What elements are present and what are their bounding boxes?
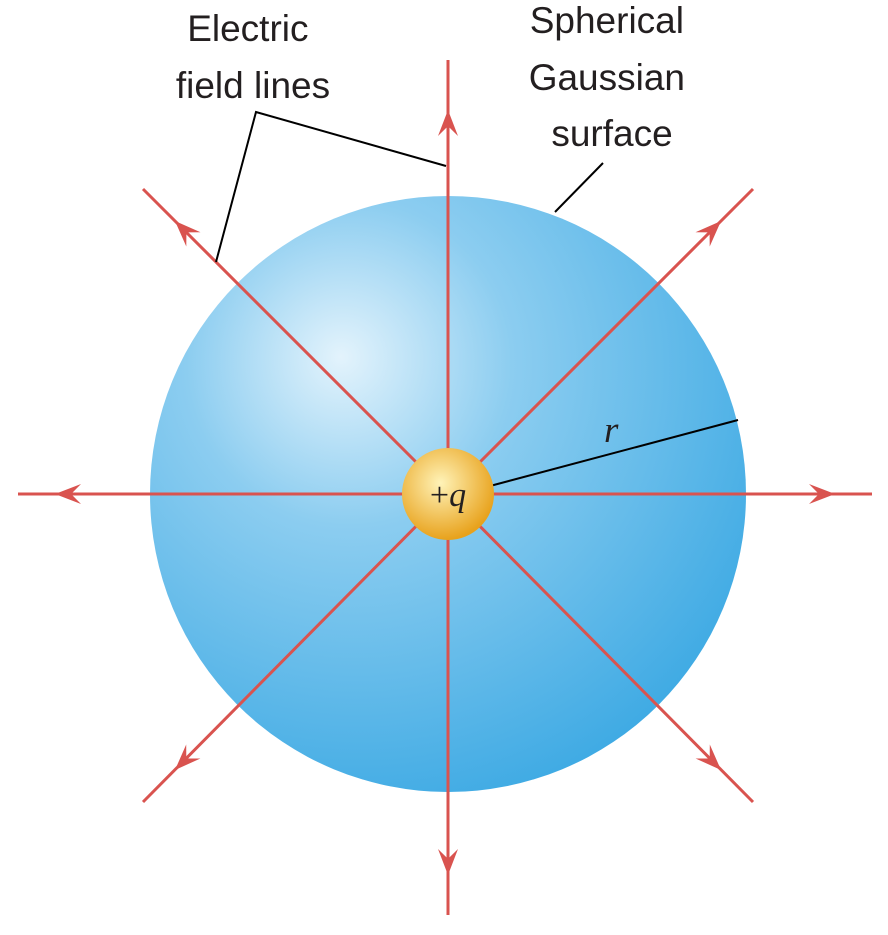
point-charge — [402, 448, 494, 540]
field-line-up-left — [141, 187, 450, 496]
arrowhead-icon-right — [809, 484, 835, 504]
arrowhead-icon-up — [438, 110, 458, 136]
gaussian-surface-label-line-1: Spherical — [530, 0, 684, 41]
arrowhead-icon-down-right — [695, 744, 721, 770]
charge-label: +q — [430, 477, 466, 514]
field-lines-label: Electric field lines — [176, 8, 330, 106]
field-lines-label-line-1: Electric — [187, 8, 308, 49]
field-line-down-left — [141, 492, 450, 804]
surface-leader — [554, 162, 604, 213]
gaussian-surface-label: Spherical Gaussian surface — [529, 0, 696, 154]
arrowhead-icon-down-left — [175, 744, 201, 770]
arrowhead-icon-down — [438, 849, 458, 875]
radius-label: r — [604, 410, 619, 451]
field-lines-label-line-2: field lines — [176, 65, 330, 106]
gaussian-surface-label-line-2: Gaussian — [529, 57, 685, 98]
arrowhead-icon-left — [55, 484, 81, 504]
radius-line — [489, 419, 739, 487]
field-line-down-right — [446, 492, 755, 804]
gaussian-surface-label-line-3: surface — [551, 113, 672, 154]
electric-field-lines — [18, 60, 872, 915]
charge-sign: + — [430, 477, 449, 514]
field-lines-leader — [215, 110, 447, 263]
arrowhead-icon-up-right — [695, 221, 721, 247]
charge-symbol: q — [449, 477, 466, 514]
arrowhead-icon-up-left — [175, 221, 201, 247]
field-line-up-right — [446, 187, 755, 496]
